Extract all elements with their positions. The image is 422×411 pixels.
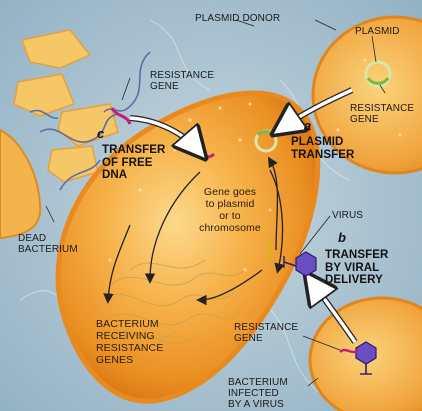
viral-gene-insert xyxy=(268,240,270,260)
label-plasmid-transfer: PLASMID TRANSFER xyxy=(291,136,354,161)
infected-resistance-gene xyxy=(340,350,358,352)
letter-b: b xyxy=(338,232,346,243)
label-gene-goes: Gene goes to plasmid or to chromosome xyxy=(190,186,270,234)
label-bacterium-receiving: BACTERIUM RECEIVING RESISTANCE GENES xyxy=(96,318,163,366)
label-bacterium-infected: BACTERIUM INFECTED BY A VIRUS xyxy=(228,377,288,410)
label-dead-bacterium: DEAD BACTERIUM xyxy=(18,233,78,255)
label-resistance-gene-donor: RESISTANCE GENE xyxy=(350,103,414,125)
label-transfer-free-dna: TRANSFER OF FREE DNA xyxy=(102,144,165,182)
letter-a: a xyxy=(304,120,311,131)
label-virus: VIRUS xyxy=(332,210,363,221)
label-plasmid: PLASMID xyxy=(355,26,400,37)
label-plasmid-donor: PLASMID DONOR xyxy=(195,13,280,24)
label-resistance-gene-free: RESISTANCE GENE xyxy=(150,70,214,92)
letter-c: c xyxy=(97,128,104,139)
label-transfer-viral: TRANSFER BY VIRAL DELIVERY xyxy=(325,249,388,287)
label-resistance-gene-viral: RESISTANCE GENE xyxy=(234,322,298,344)
